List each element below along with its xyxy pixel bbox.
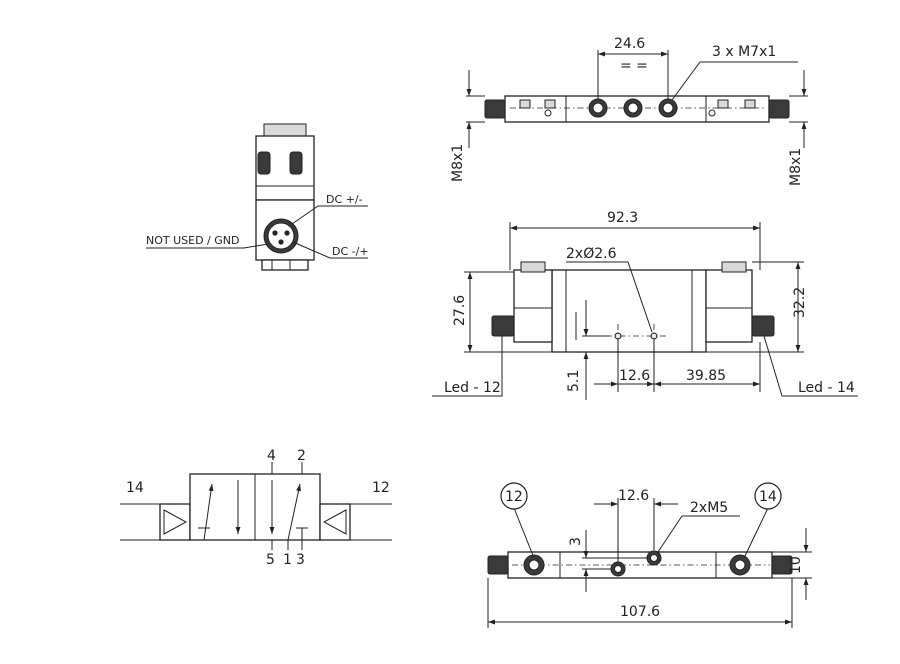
port-4: 4 (267, 448, 276, 464)
badge-12 (500, 482, 528, 510)
badge-14 (754, 482, 782, 510)
badge-label-12: 12 (505, 489, 523, 505)
dim-height-left: 27.6 (452, 295, 468, 326)
dim-pitch: 24.6 (614, 36, 645, 52)
dim-bottom-length: 107.6 (620, 604, 660, 620)
dim-bottom-spacing: 12.6 (618, 488, 649, 504)
label-led-left: Led - 12 (444, 380, 501, 396)
dim-height-right: 32.2 (792, 287, 808, 318)
label-threads: 2xM5 (690, 500, 728, 516)
label-not-used-gnd: NOT USED / GND (146, 234, 239, 247)
dim-bottom-offset: 3 (568, 537, 584, 546)
port-2: 2 (297, 448, 306, 464)
port-icons (588, 98, 678, 118)
connector-icon (263, 218, 299, 254)
dim-bottom-width: 10 (788, 556, 804, 574)
label-ports: 3 x M7x1 (712, 44, 776, 60)
top-view: 24.6 = = 3 x M7x1 M8x1 M8x1 (450, 36, 808, 186)
pilot-14: 14 (126, 480, 144, 496)
side-view: DC +/- DC -/+ NOT USED / GND (146, 123, 369, 271)
port-1: 1 (283, 552, 292, 568)
front-view: 92.3 2xØ2.6 27.6 32.2 5.1 12.6 39.85 Led… (432, 210, 858, 400)
pilot-12: 12 (372, 480, 390, 496)
label-dc-plus-minus: DC +/- (326, 193, 363, 206)
dim-equal-marks: = = (620, 58, 648, 74)
valve-symbol: 4 2 5 1 3 14 12 (120, 448, 392, 568)
dim-spacing: 12.6 (619, 368, 650, 384)
dim-thread-right: M8x1 (788, 148, 804, 186)
label-holes: 2xØ2.6 (566, 246, 617, 262)
label-led-right: Led - 14 (798, 380, 855, 396)
port-3: 3 (296, 552, 305, 568)
port-5: 5 (266, 552, 275, 568)
label-dc-minus-plus: DC -/+ (332, 245, 369, 258)
dim-offset: 5.1 (566, 370, 582, 392)
dim-thread-left: M8x1 (450, 144, 466, 182)
badge-label-14: 14 (759, 489, 777, 505)
dim-offset2: 39.85 (686, 368, 726, 384)
bottom-view: 12 14 12.6 2xM5 3 10 107.6 (487, 482, 812, 628)
dim-length: 92.3 (607, 210, 638, 226)
